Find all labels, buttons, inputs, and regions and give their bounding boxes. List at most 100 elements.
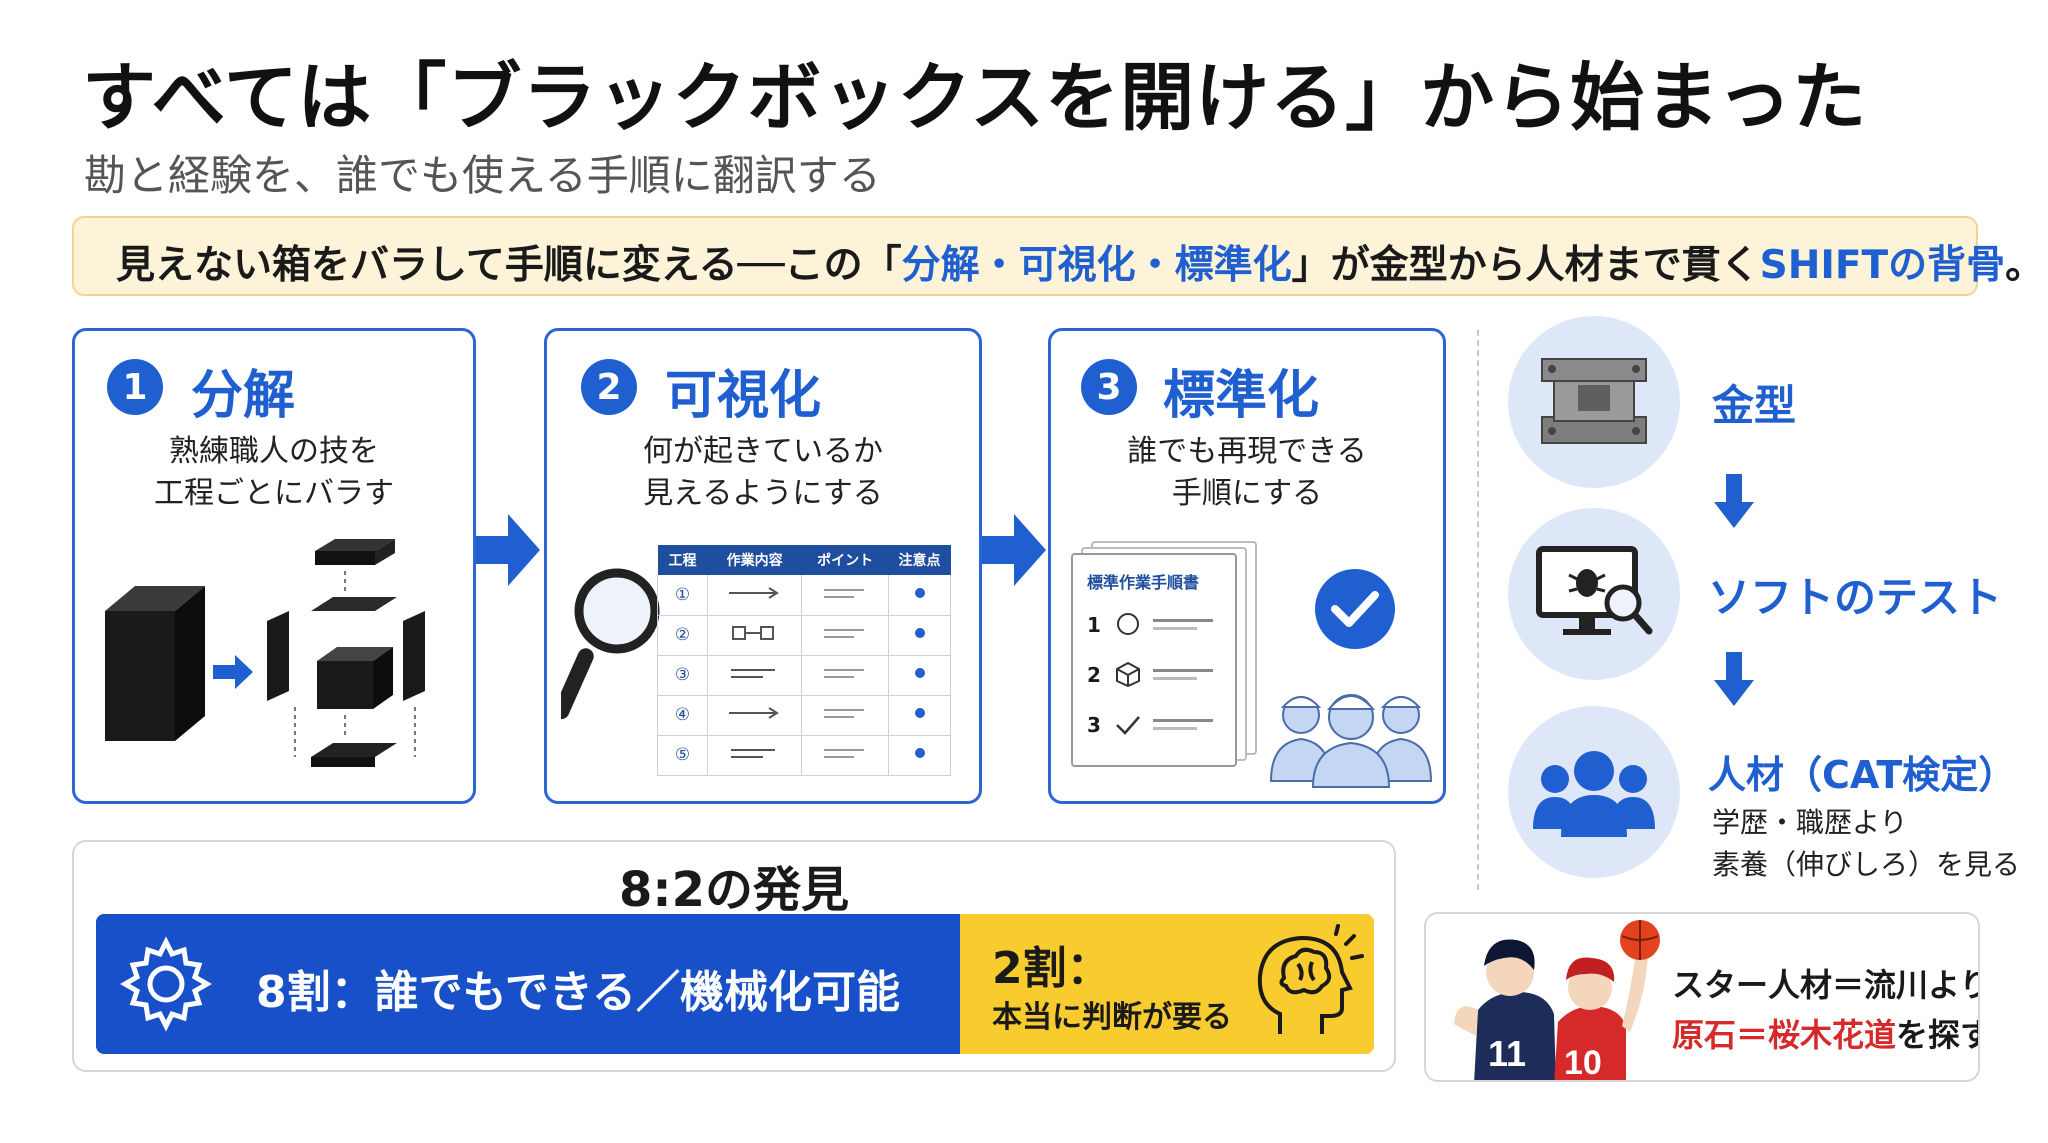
step-card-standardize: 3 標準化 誰でも再現できる 手順にする 標準作業手順書 1 2 3 [1048, 328, 1446, 804]
table-cell-content [707, 695, 803, 735]
table-cell-point [801, 655, 889, 695]
step-description: 誰でも再現できる 手順にする [1051, 431, 1443, 515]
table-cell-step: ② [657, 615, 708, 655]
step-card-visualize: 2 可視化 何が起きているか 見えるようにする 工程 作業内容 ポイント 注意点… [544, 328, 982, 804]
table-cell-point [801, 735, 889, 775]
ratio-20-desc: 本当に判断が要る [992, 1000, 1232, 1035]
banner-highlight-process: 分解・可視化・標準化 [901, 243, 1292, 288]
sop-item-number: 2 [1087, 663, 1101, 687]
step-title: 可視化 [665, 366, 822, 426]
flow-talent-note: 学歴・職歴より 素養（伸びしろ）を見る [1712, 802, 2020, 886]
star-text-line1: スター人材＝流川より、 [1672, 966, 1978, 1004]
workers-group-icon [1269, 694, 1433, 788]
flow-circle-mold [1508, 316, 1680, 488]
gear-icon [120, 936, 212, 1032]
ratio-20-label: 2割： [992, 943, 1111, 994]
jersey-11: 11 [1488, 1033, 1526, 1074]
step-desc-line2: 工程ごとにバラす [154, 476, 394, 511]
table-row: ③ [657, 655, 951, 695]
step-desc-line2: 手順にする [1171, 476, 1323, 511]
table-cell-note [888, 735, 951, 775]
brain-head-icon [1257, 924, 1364, 1034]
flow-talent-note-line1: 学歴・職歴より [1712, 806, 1908, 839]
step-number-badge: 2 [581, 359, 637, 415]
flow-circle-software-test [1508, 508, 1680, 680]
circle-icon [1117, 613, 1139, 635]
table-cell-point [801, 695, 889, 735]
step-card-decompose: 1 分解 熟練職人の技を 工程ごとにバラす [72, 328, 476, 804]
jersey-10: 10 [1564, 1044, 1602, 1082]
arrow-down-icon [1714, 652, 1754, 706]
table-cell-point [801, 615, 889, 655]
ratio-bar-20: 2割： 本当に判断が要る [960, 914, 1374, 1054]
table-header: ポイント [817, 553, 874, 569]
step-title: 標準化 [1163, 366, 1320, 426]
banner-part2: 」が金型から人材まで貫く [1291, 243, 1760, 288]
star-text-rest: を探す [1896, 1016, 1978, 1054]
table-cell-note [888, 575, 951, 615]
star-highlight: 原石＝桜木花道 [1672, 1016, 1897, 1054]
arrow-down-icon [1714, 474, 1754, 528]
flow-label-mold: 金型 [1712, 381, 1797, 430]
ratio-panel: 8:2の発見 8割：誰でもできる／機械化可能 2割： 本当に判断が要る [72, 840, 1396, 1072]
cube-icon [1116, 661, 1140, 687]
table-row: ⑤ [657, 735, 951, 775]
step-desc-line2: 見えるようにする [643, 476, 883, 511]
sop-document: 標準作業手順書 1 2 3 [1071, 541, 1257, 773]
banner-text: 見えない箱をバラして手順に変える──この「分解・可視化・標準化」が金型から人材ま… [116, 234, 2044, 290]
banner-part3: 。 [2005, 243, 2045, 288]
sop-title: 標準作業手順書 [1087, 573, 1200, 592]
arrow-right-icon [476, 514, 540, 586]
sop-item-number: 3 [1087, 713, 1101, 737]
table-cell-content [707, 615, 803, 655]
magnifier-icon [561, 568, 660, 720]
step-number-badge: 3 [1081, 359, 1137, 415]
table-cell-step: ④ [657, 695, 708, 735]
table-row: ① [657, 575, 951, 615]
page-title: すべては「ブラックボックスを開ける」から始まった [82, 55, 1868, 141]
sop-item-number: 1 [1087, 613, 1101, 637]
mold-icon [1541, 358, 1647, 444]
exploded-box-illustration [105, 539, 425, 767]
ratio-80-label: 8割：誰でもできる／機械化可能 [256, 967, 900, 1018]
people-group-icon [1533, 751, 1655, 837]
flow-label-talent: 人材（CAT検定） [1708, 753, 2017, 797]
check-icon [1116, 716, 1140, 735]
step-desc-line1: 熟練職人の技を [169, 434, 379, 469]
table-cell-step: ⑤ [657, 735, 708, 775]
table-header: 作業内容 [726, 553, 783, 569]
arrow-right-icon [213, 655, 253, 689]
check-badge-icon [1315, 569, 1395, 649]
arrow-right-icon [982, 514, 1046, 586]
flow-label-software-test: ソフトのテスト [1708, 573, 2003, 622]
step-title: 分解 [191, 366, 296, 426]
flow-talent-note-line2: 素養（伸びしろ）を見る [1712, 848, 2021, 881]
summary-banner: 見えない箱をバラして手順に変える──この「分解・可視化・標準化」が金型から人材ま… [72, 216, 2044, 296]
black-cube-icon [105, 586, 205, 741]
table-header: 工程 [668, 553, 697, 569]
monitor-bug-icon [1536, 546, 1653, 635]
step-desc-line1: 誰でも再現できる [1127, 434, 1367, 469]
table-row: ④ [657, 695, 951, 735]
step-description: 何が起きているか 見えるようにする [547, 431, 979, 515]
table-header: 注意点 [898, 553, 941, 569]
table-cell-content [707, 735, 803, 775]
table-cell-step: ① [657, 575, 708, 615]
section-divider [1477, 330, 1479, 890]
table-cell-point [801, 575, 889, 615]
table-cell-step: ③ [657, 655, 708, 695]
exploded-parts-icon [267, 539, 425, 767]
table-cell-note [888, 695, 951, 735]
table-cell-content [707, 655, 803, 695]
table-cell-note [888, 615, 951, 655]
ratio-bar-80: 8割：誰でもできる／機械化可能 [96, 914, 960, 1054]
table-cell-content [707, 575, 803, 615]
banner-highlight-backbone: SHIFTの背骨 [1759, 243, 2006, 288]
table-row: ② [657, 615, 951, 655]
step-number-badge: 1 [107, 359, 163, 415]
ratio-title: 8:2の発見 [619, 862, 849, 918]
flow-circle-talent [1508, 706, 1680, 878]
step-desc-line1: 何が起きているか [643, 434, 883, 469]
table-cell-note [888, 655, 951, 695]
basketball-players-illustration: 11 10 [1454, 920, 1660, 1082]
